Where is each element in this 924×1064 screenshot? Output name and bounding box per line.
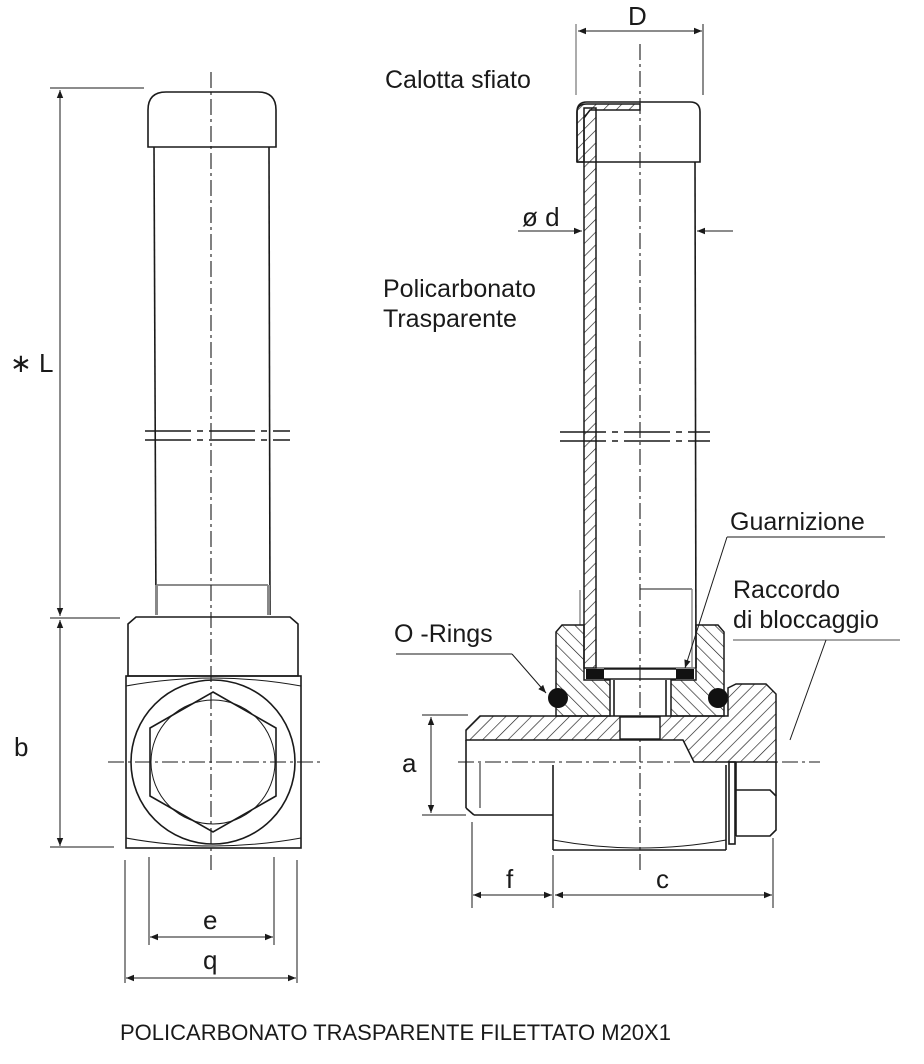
dimension-D: D xyxy=(575,1,704,95)
dimension-f-label: f xyxy=(506,864,514,894)
section-view: D ø d a f c Calotta sfiato xyxy=(383,1,900,908)
sight-tube xyxy=(153,146,271,616)
label-tube-material-1: Policarbonato xyxy=(383,275,536,303)
section-body xyxy=(465,683,777,851)
body-upper xyxy=(127,616,299,677)
dimension-c: c xyxy=(555,838,774,908)
dimension-a-label: a xyxy=(402,748,417,778)
label-o-rings: O -Rings xyxy=(394,620,493,648)
callout-gasket: Guarnizione xyxy=(684,508,885,669)
dimension-b: b xyxy=(14,620,114,848)
dimension-b-label: b xyxy=(14,732,28,762)
break-lines xyxy=(145,430,290,441)
section-sight-tube xyxy=(579,107,697,669)
gasket xyxy=(586,669,604,679)
dimension-a: a xyxy=(402,714,468,816)
dimension-d-label: ø d xyxy=(522,202,560,232)
o-ring-right xyxy=(708,688,728,708)
dimension-L: ∗ L xyxy=(10,87,144,619)
drawing-caption: POLICARBONATO TRASPARENTE FILETTATO M20X… xyxy=(120,1020,671,1045)
front-view: ∗ L b e q xyxy=(10,72,322,983)
dimension-e-label: e xyxy=(203,905,217,935)
label-vent-cap: Calotta sfiato xyxy=(385,66,531,94)
o-ring-left xyxy=(548,688,568,708)
gasket-right xyxy=(676,669,694,679)
hex-nut xyxy=(149,691,277,833)
section-break-lines xyxy=(560,431,710,442)
callout-o-rings: O -Rings xyxy=(394,620,547,694)
label-tube-material-2: Trasparente xyxy=(383,305,517,333)
vent-cap xyxy=(147,91,277,148)
dimension-D-label: D xyxy=(628,1,647,31)
label-gasket: Guarnizione xyxy=(730,508,865,536)
dimension-f: f xyxy=(471,822,554,908)
dimension-q-label: q xyxy=(203,945,217,975)
dimension-q: q xyxy=(124,860,298,983)
label-locking-fitting-1: Raccordo xyxy=(733,576,840,604)
dimension-d: ø d xyxy=(518,202,733,235)
dimension-e: e xyxy=(148,857,275,945)
dimension-c-label: c xyxy=(656,864,669,894)
callout-locking-fitting: Raccordo di bloccaggio xyxy=(733,576,900,741)
dimension-L-label: ∗ L xyxy=(10,348,53,378)
label-locking-fitting-2: di bloccaggio xyxy=(733,606,879,634)
